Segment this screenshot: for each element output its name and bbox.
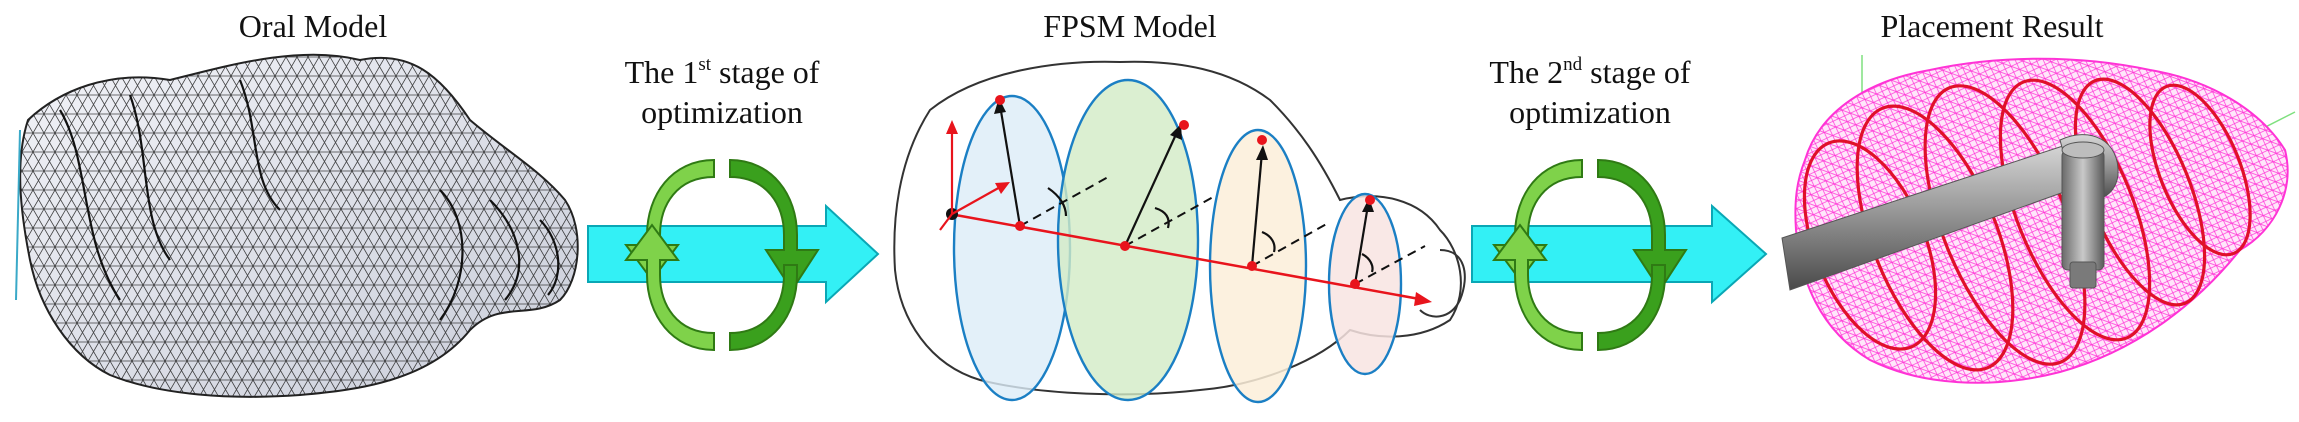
oral-model-title: Oral Model	[238, 8, 388, 44]
stage-1-label: The 1st stage of optimization	[625, 52, 820, 132]
stage-1-line2: optimization	[641, 94, 803, 130]
stage-2-line2: optimization	[1509, 94, 1671, 130]
oral-mesh-model	[15, 53, 579, 398]
placement-result-title: Placement Result	[1880, 8, 2104, 44]
stage-2-cycle-icon	[1492, 158, 1688, 352]
fpsm-axis-vectors	[939, 95, 1432, 306]
fpsm-model-title: FPSM Model	[1043, 8, 1217, 44]
stage-1-line1: The 1st stage of	[624, 54, 820, 90]
stage-2-line1: The 2nd stage of	[1489, 54, 1691, 90]
placement-result-model	[1781, 55, 2296, 384]
stage-2-label: The 2nd stage of optimization	[1489, 52, 1690, 132]
fpsm-outline	[893, 60, 1466, 396]
stage-1-cycle-icon	[624, 158, 820, 352]
stage-2-arrow	[1471, 203, 1768, 305]
